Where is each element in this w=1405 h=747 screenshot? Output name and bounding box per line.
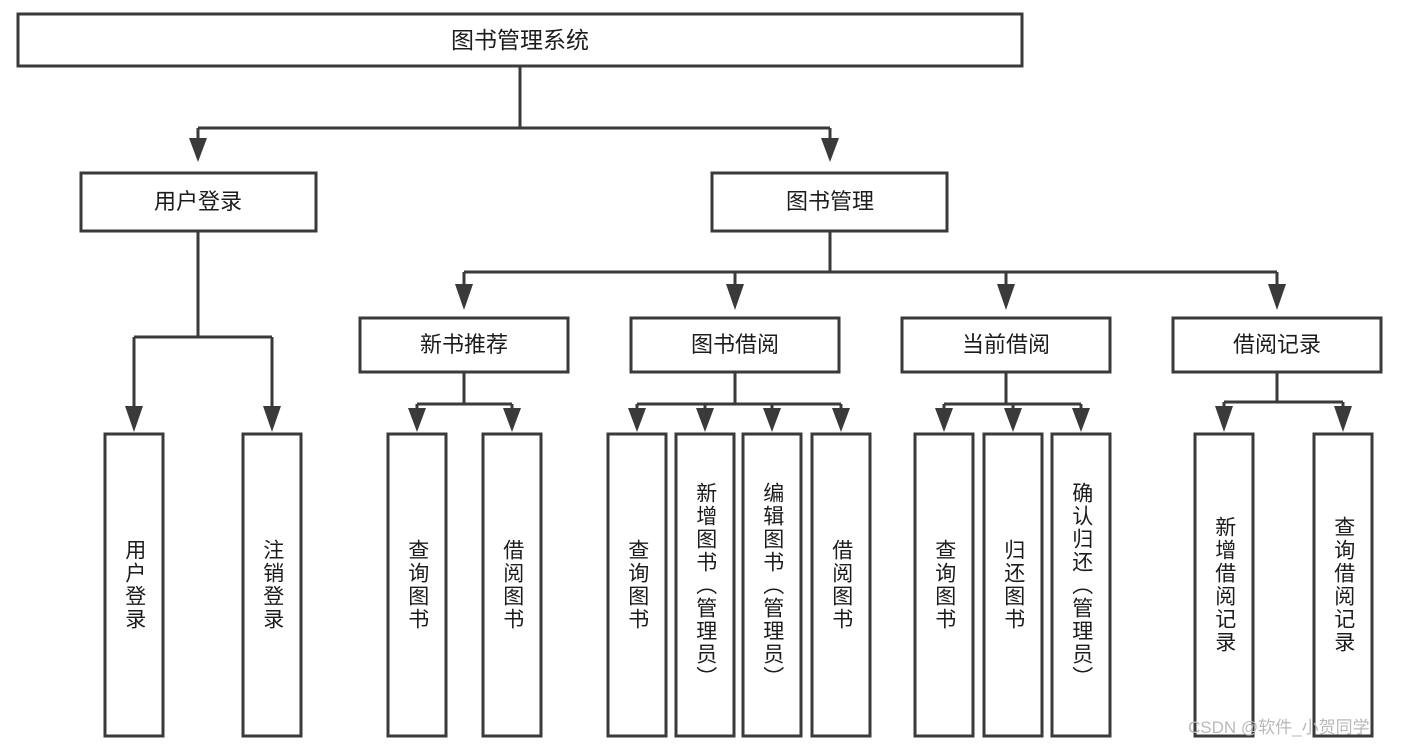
node-book-borrow-box[interactable] <box>629 316 841 374</box>
arrow-head-user-login-leaf-1 <box>125 406 143 432</box>
leaf-query-book-borrow-box[interactable] <box>606 432 668 738</box>
arrow-head-root-to-book-management <box>821 138 839 162</box>
watermark-text: CSDN @软件_小贺同学 <box>1188 718 1370 737</box>
leaf-add-borrow-record-box[interactable] <box>1193 432 1255 738</box>
arrow-head-new-book-leaf-2 <box>503 408 521 432</box>
leaf-user-login-box[interactable] <box>103 432 165 738</box>
arrow-head-new-book-leaf-1 <box>408 408 426 432</box>
arrow-head-bm-to-current-borrow <box>997 284 1015 310</box>
arrow-head-current-borrow-leaf-3 <box>1072 408 1090 432</box>
arrow-head-book-borrow-leaf-1 <box>628 408 646 432</box>
leaf-confirm-return-admin-box[interactable] <box>1050 432 1112 738</box>
node-new-book-recommend-box[interactable] <box>358 316 570 374</box>
node-root-system-box[interactable] <box>16 12 1024 68</box>
node-new-book-recommend-label: 新书推荐 <box>420 332 508 357</box>
arrow-head-book-borrow-leaf-3 <box>763 408 781 432</box>
node-book-borrow-label: 图书借阅 <box>691 332 779 357</box>
node-borrow-record-label: 借阅记录 <box>1233 332 1321 357</box>
leaf-add-book-admin-box[interactable] <box>674 432 736 738</box>
arrow-head-root-to-user-login <box>189 138 207 162</box>
arrow-head-bm-to-borrow-record <box>1268 284 1286 310</box>
node-current-borrow-label: 当前借阅 <box>962 332 1050 357</box>
leaf-query-borrow-record-box[interactable] <box>1312 432 1374 738</box>
arrow-head-current-borrow-leaf-2 <box>1004 408 1022 432</box>
node-root-system-label: 图书管理系统 <box>451 27 589 53</box>
arrow-head-book-borrow-leaf-4 <box>832 408 850 432</box>
arrow-head-borrow-record-leaf-1 <box>1215 406 1233 432</box>
arrow-head-book-borrow-leaf-2 <box>696 408 714 432</box>
leaf-borrow-book-box[interactable] <box>810 432 872 738</box>
arrow-head-bm-to-book-borrow <box>726 284 744 310</box>
node-current-borrow-box[interactable] <box>900 316 1112 374</box>
node-borrow-record-box[interactable] <box>1171 316 1383 374</box>
arrow-head-bm-to-new-book <box>455 284 473 310</box>
arrow-head-user-login-leaf-2 <box>263 406 281 432</box>
arrow-head-current-borrow-leaf-1 <box>935 408 953 432</box>
leaf-query-book-current-box[interactable] <box>913 432 975 738</box>
arrow-head-borrow-record-leaf-2 <box>1334 406 1352 432</box>
leaf-logout-login-box[interactable] <box>241 432 303 738</box>
node-user-login-label: 用户登录 <box>154 189 242 214</box>
leaf-borrow-book-recommend-box[interactable] <box>481 432 543 738</box>
leaf-query-book-recommend-box[interactable] <box>386 432 448 738</box>
leaf-edit-book-admin-box[interactable] <box>741 432 803 738</box>
leaf-return-book-box[interactable] <box>982 432 1044 738</box>
node-book-management-box[interactable] <box>710 171 949 233</box>
node-book-management-label: 图书管理 <box>786 189 874 214</box>
